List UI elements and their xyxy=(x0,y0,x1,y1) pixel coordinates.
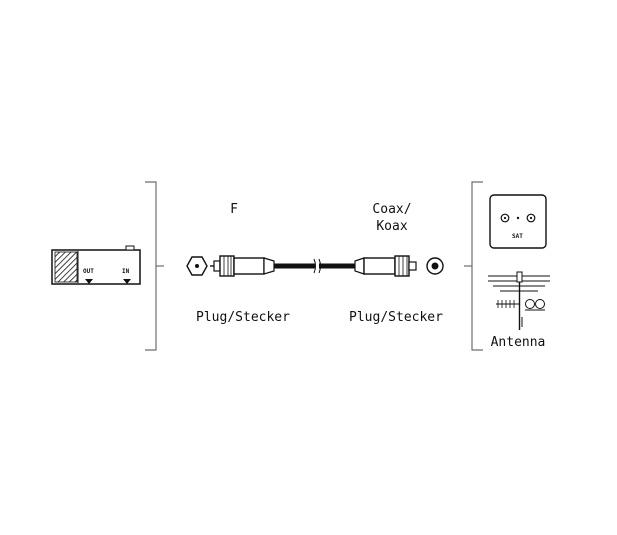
plug-left-label: Plug/Stecker xyxy=(196,310,290,325)
f-connector-label: F xyxy=(230,202,238,217)
plug-right-label: Plug/Stecker xyxy=(349,310,443,325)
coax-connector-front-icon xyxy=(426,257,444,275)
box-out-label: OUT xyxy=(83,268,94,275)
coax-cable xyxy=(274,258,355,274)
coax-label-line2: Koax xyxy=(376,219,407,234)
f-plug-icon xyxy=(213,255,275,277)
wall-sat-label: SAT xyxy=(512,233,523,240)
f-connector-front-icon xyxy=(186,256,208,276)
receiver-box-icon: OUT IN xyxy=(51,245,141,285)
wall-socket-icon: SAT xyxy=(489,194,547,249)
left-bracket xyxy=(145,181,164,351)
right-bracket xyxy=(464,181,483,351)
coax-label-line1: Coax/ xyxy=(372,202,411,217)
coax-plug-icon xyxy=(354,255,417,277)
antenna-icon xyxy=(488,271,550,330)
box-in-label: IN xyxy=(122,268,130,275)
antenna-label: Antenna xyxy=(491,335,546,350)
